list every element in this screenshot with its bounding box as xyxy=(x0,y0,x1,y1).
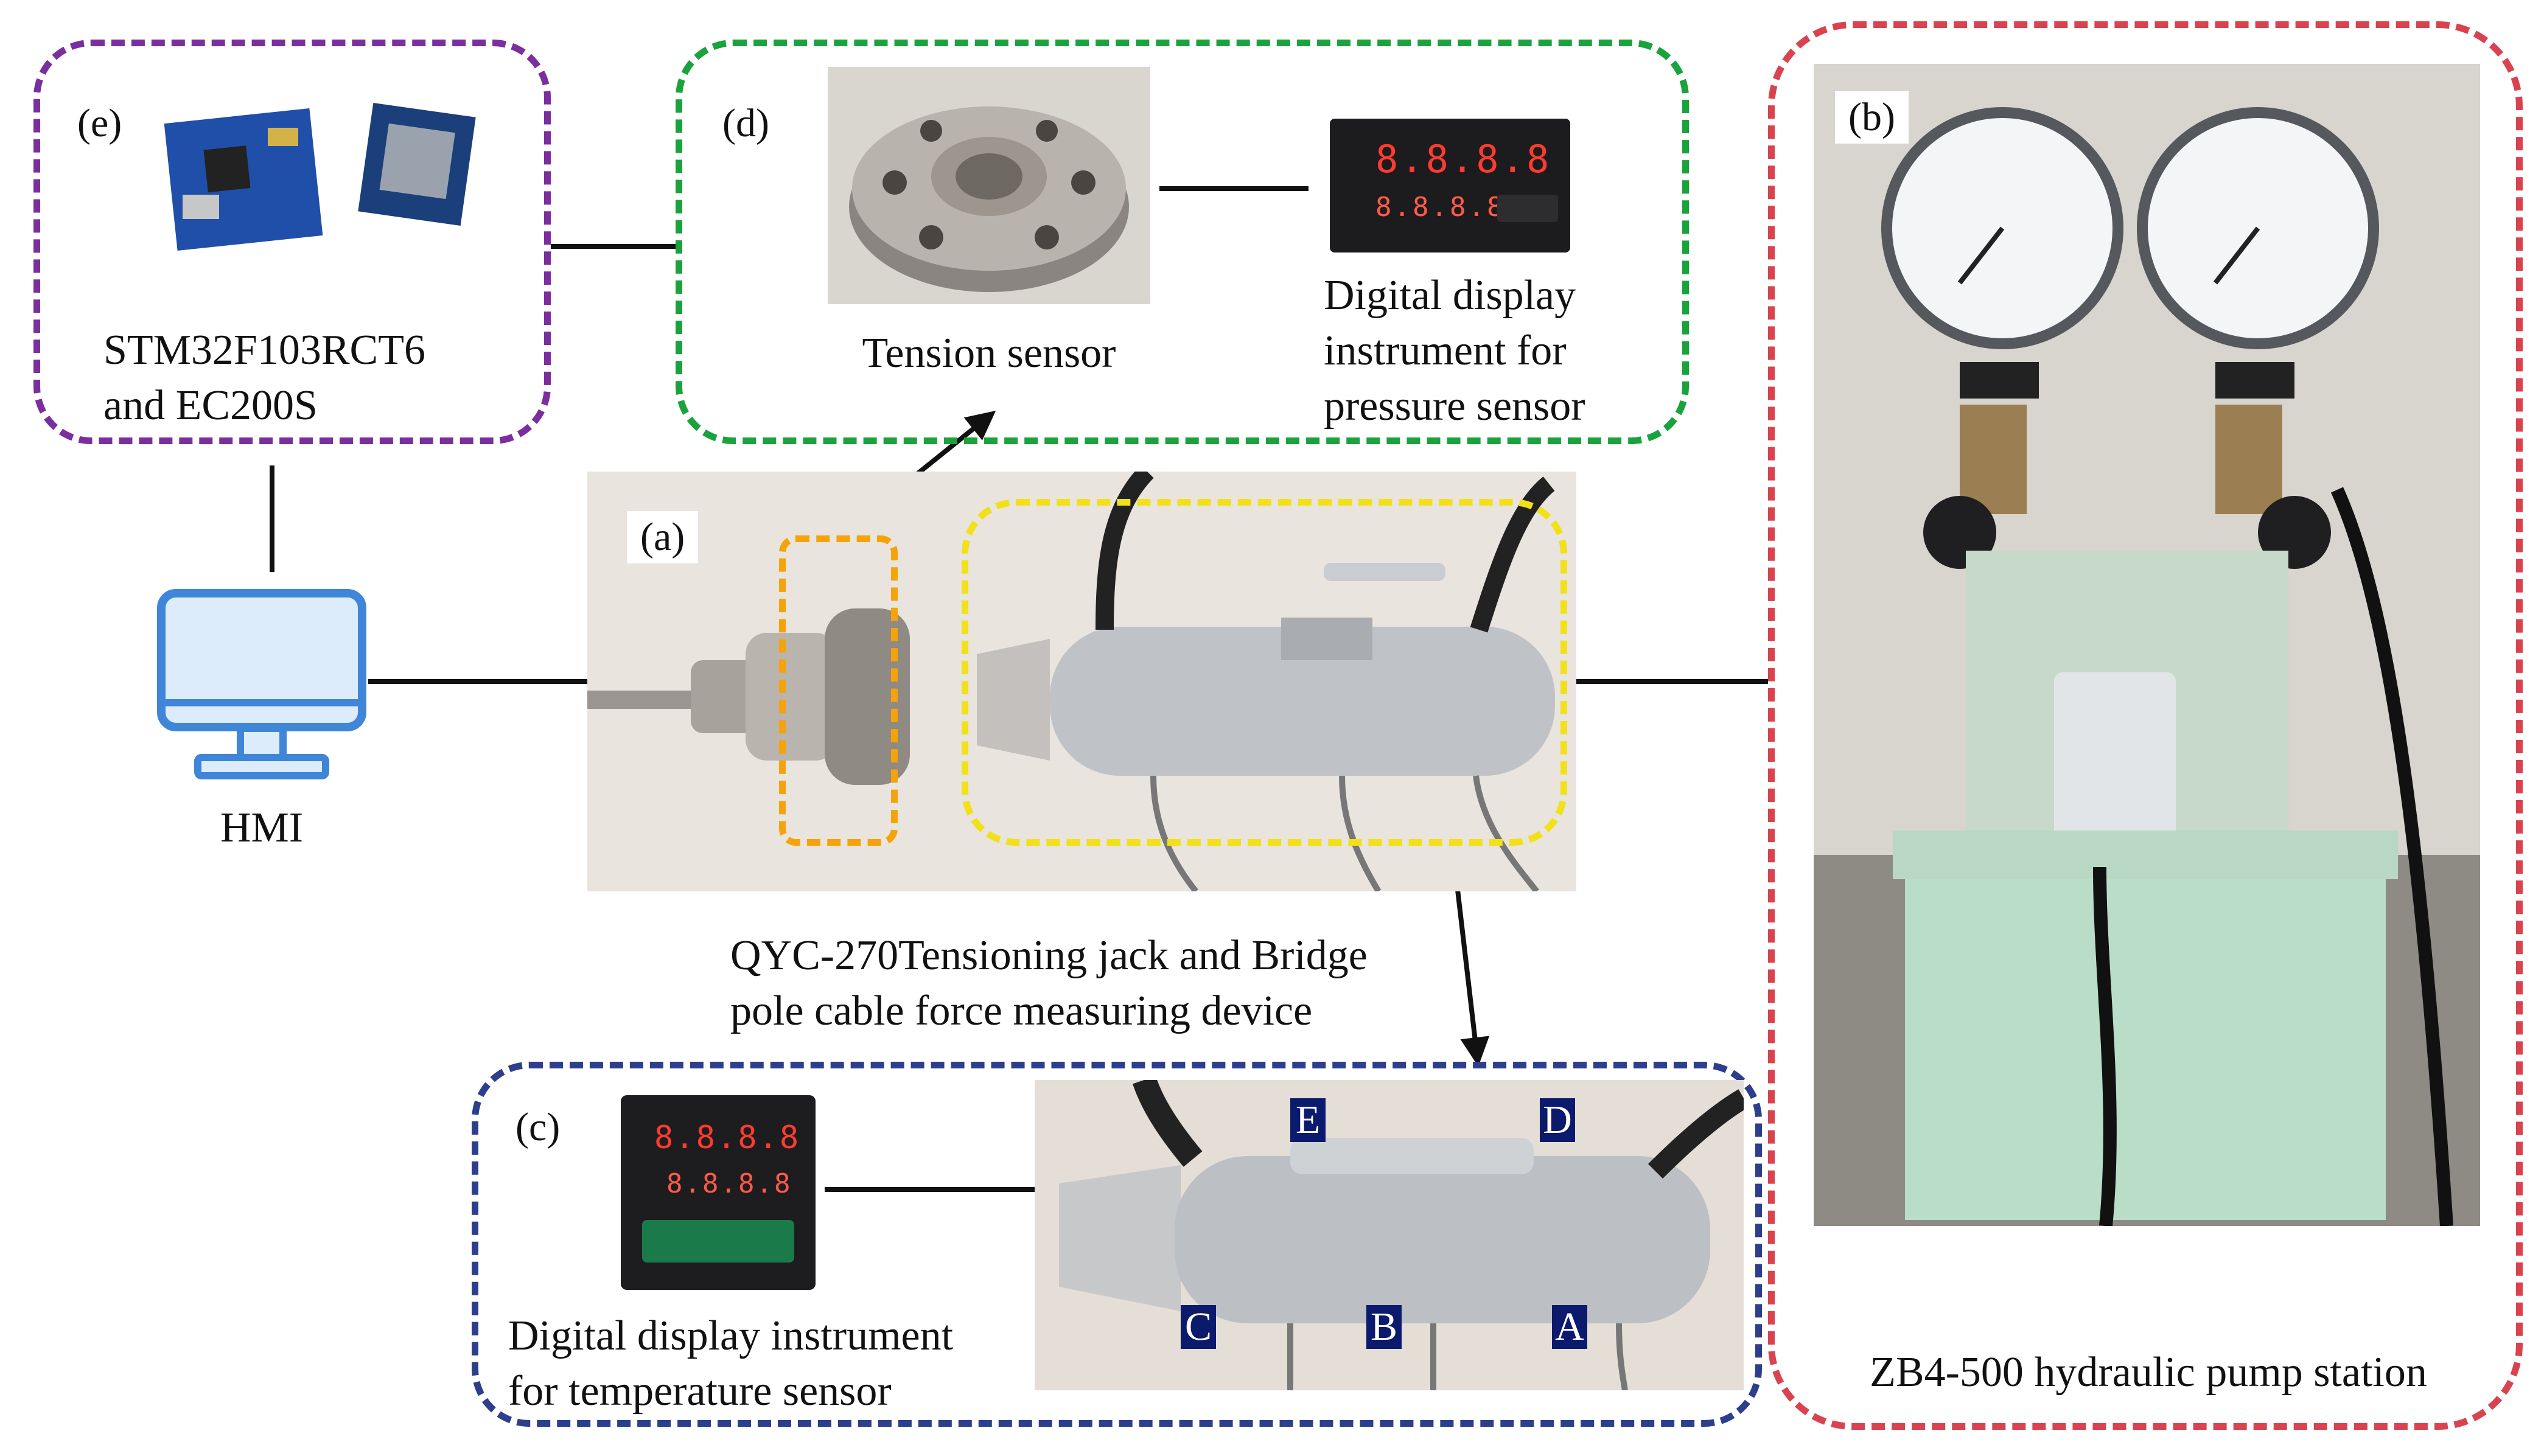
hydraulic-pump-station-photo: (b) xyxy=(1814,64,2480,1226)
pressure-display-bottom-readout: 8.8.8.8 xyxy=(1375,192,1506,223)
panel-d-frame xyxy=(676,40,1689,444)
4g-module-photo xyxy=(347,91,487,237)
microcontroller-board-photo xyxy=(164,103,335,262)
pressure-display-caption-line2: instrument for xyxy=(1324,327,1567,374)
panel-a-caption-line2: pole cable force measuring device xyxy=(730,988,1313,1034)
panel-b-caption: ZB4-500 hydraulic pump station xyxy=(1870,1349,2427,1396)
highlight-tension-sensor xyxy=(779,535,898,846)
measuring-point-d-badge: D xyxy=(1540,1098,1575,1142)
pressure-display-caption: Digital display instrument for pressure … xyxy=(1324,268,1585,434)
arrow-a-to-c xyxy=(1452,863,1490,1067)
measuring-point-c-badge: C xyxy=(1181,1305,1216,1349)
temperature-display-top-readout: 8.8.8.8 xyxy=(654,1120,801,1156)
pressure-display-instrument-photo: 8.8.8.8 8.8.8.8 xyxy=(1330,119,1570,253)
pressure-display-buttons xyxy=(1497,195,1558,222)
panel-e-caption-line2: and EC200S xyxy=(103,382,318,429)
panel-e-frame xyxy=(33,40,551,444)
panel-c-frame xyxy=(472,1062,1762,1427)
temperature-display-caption: Digital display instrument for temperatu… xyxy=(508,1308,953,1419)
highlight-measuring-device xyxy=(962,499,1567,846)
panel-d-tag: (d) xyxy=(709,97,783,150)
panel-b-tag: (b) xyxy=(1835,91,1909,144)
panel-b-frame xyxy=(1768,21,2523,1430)
pressure-display-top-readout: 8.8.8.8 xyxy=(1375,137,1552,181)
hmi-label: HMI xyxy=(220,804,304,851)
panel-e-tag: (e) xyxy=(64,97,136,150)
temperature-display-buttons xyxy=(642,1220,794,1263)
hmi-monitor-icon xyxy=(155,587,368,782)
tensioning-jack-photo: (a) xyxy=(587,472,1576,891)
measuring-point-b-badge: B xyxy=(1366,1305,1402,1349)
panel-e-caption-line1: STM32F103RCT6 xyxy=(103,327,425,374)
panel-a-caption-line1: QYC-270Tensioning jack and Bridge xyxy=(730,932,1368,979)
temperature-display-bottom-readout: 8.8.8.8 xyxy=(666,1168,792,1199)
pressure-display-caption-line3: pressure sensor xyxy=(1324,383,1585,430)
measuring-device-closeup-photo: E D C B A xyxy=(1035,1080,1744,1390)
temperature-display-caption-line1: Digital display instrument xyxy=(508,1312,954,1359)
panel-a-caption: QYC-270Tensioning jack and Bridge pole c… xyxy=(730,928,1368,1039)
measuring-point-a-badge: A xyxy=(1552,1305,1587,1349)
tension-sensor-photo xyxy=(828,67,1150,304)
measuring-point-e-badge: E xyxy=(1290,1098,1326,1142)
temperature-display-instrument-photo: 8.8.8.8 8.8.8.8 xyxy=(621,1095,816,1290)
pressure-display-caption-line1: Digital display xyxy=(1324,272,1576,319)
panel-a-tag: (a) xyxy=(627,511,699,563)
panel-e-caption: STM32F103RCT6 and EC200S xyxy=(103,322,425,433)
temperature-display-caption-line2: for temperature sensor xyxy=(508,1368,892,1415)
tension-sensor-caption: Tension sensor xyxy=(862,330,1116,377)
panel-c-tag: (c) xyxy=(502,1101,574,1154)
